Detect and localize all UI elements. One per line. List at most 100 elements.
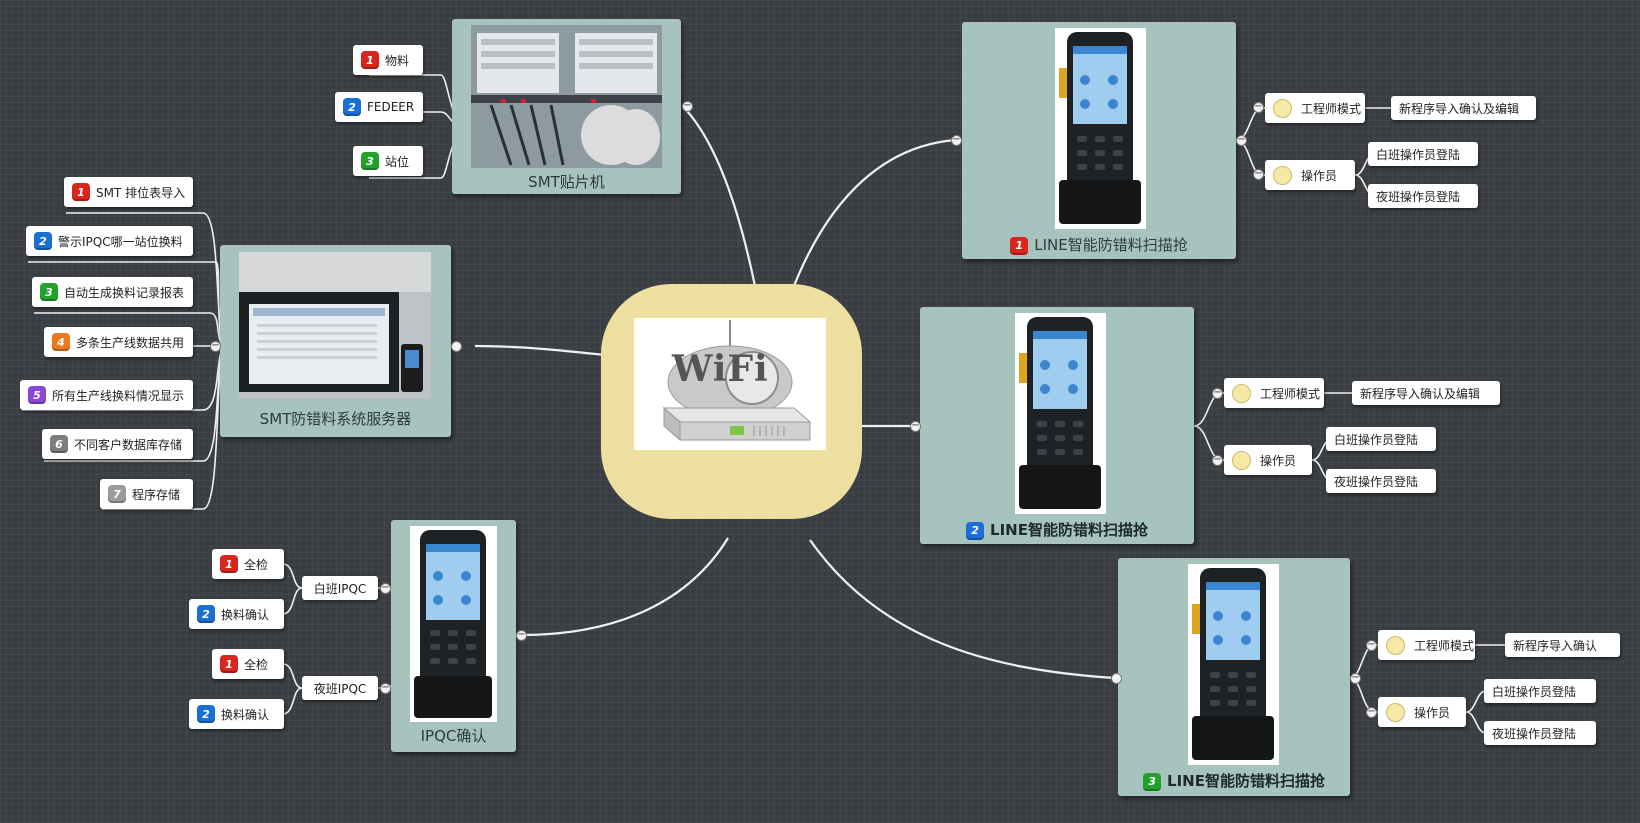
engineer-item-label: 新程序导入确认及编辑: [1399, 101, 1520, 116]
operator-day-label: 白班操作员登陆: [1492, 684, 1577, 699]
list-item[interactable]: 1 全检: [212, 549, 284, 579]
list-item[interactable]: 1 全检: [212, 649, 284, 679]
engineer-mode-node[interactable]: 工程师模式: [1378, 630, 1475, 660]
scanner-photo: [1188, 564, 1279, 765]
list-item[interactable]: 2 换料确认: [189, 699, 284, 729]
scanner-line-1-expand-toggle[interactable]: −: [1236, 134, 1247, 146]
list-item[interactable]: 1 SMT 排位表导入: [64, 177, 193, 207]
list-item[interactable]: 3 站位: [353, 146, 423, 176]
operator-label: 操作员: [1301, 168, 1338, 183]
list-item-label: 换料确认: [221, 607, 270, 622]
list-item[interactable]: 2 警示IPQC哪一站位换料: [26, 226, 193, 256]
scanner-photo: [1015, 313, 1106, 514]
smt-placer-title: SMT贴片机: [528, 173, 605, 191]
operator-node[interactable]: 操作员: [1378, 697, 1466, 727]
wifi-router-image: WiFi: [634, 318, 826, 450]
operator-collapse-toggle[interactable]: −: [1253, 168, 1264, 180]
operator-node[interactable]: 操作员: [1265, 160, 1355, 190]
number-badge: 1: [220, 655, 238, 673]
ipqc-night-shift-label: 夜班IPQC: [313, 681, 367, 696]
list-item-label: 所有生产线换料情况显示: [52, 388, 185, 403]
list-item-label: FEDEER: [367, 100, 415, 114]
list-item-label: 不同客户数据库存储: [74, 437, 183, 452]
engineer-collapse-toggle[interactable]: −: [1366, 639, 1377, 651]
list-item-label: 多条生产线数据共用: [76, 335, 185, 350]
wifi-router-icon: [662, 320, 812, 442]
center-node[interactable]: WiFi: [601, 284, 862, 519]
scanner-photo: [410, 526, 497, 722]
server-monitor-photo: [239, 252, 431, 399]
ipqc-night-shift[interactable]: 夜班IPQC: [302, 676, 378, 700]
number-badge: 4: [52, 333, 70, 351]
number-badge: 2: [34, 232, 52, 250]
list-item[interactable]: 6 不同客户数据库存储: [42, 429, 193, 459]
list-item-label: 程序存储: [132, 487, 181, 502]
number-badge: 2: [966, 521, 985, 540]
operator-night-login[interactable]: 夜班操作员登陆: [1368, 184, 1478, 208]
operator-day-login[interactable]: 白班操作员登陆: [1368, 142, 1478, 166]
list-item[interactable]: 7 程序存储: [100, 479, 193, 509]
list-item-label: 警示IPQC哪一站位换料: [58, 234, 183, 249]
engineer-mode-node[interactable]: 工程师模式: [1265, 93, 1365, 123]
number-badge: 2: [197, 605, 215, 623]
number-badge: 2: [343, 98, 361, 116]
smt-placer-node[interactable]: SMT贴片机: [452, 19, 681, 194]
circle-icon: [1386, 635, 1405, 655]
engineer-collapse-toggle[interactable]: −: [1212, 387, 1223, 399]
list-item[interactable]: 2 换料确认: [189, 599, 284, 629]
list-item-label: 换料确认: [221, 707, 270, 722]
operator-night-label: 夜班操作员登陆: [1376, 189, 1461, 204]
list-item[interactable]: 1 物料: [353, 45, 423, 75]
ipqc-node[interactable]: IPQC确认: [391, 520, 516, 752]
ipqc-title: IPQC确认: [420, 727, 487, 745]
number-badge: 5: [28, 386, 46, 404]
operator-node[interactable]: 操作员: [1224, 445, 1312, 475]
operator-day-login[interactable]: 白班操作员登陆: [1326, 427, 1436, 451]
list-item-label: 自动生成换料记录报表: [64, 285, 185, 300]
ipqc-night-collapse-toggle[interactable]: −: [380, 682, 391, 694]
operator-collapse-toggle[interactable]: −: [1366, 706, 1377, 718]
circle-icon: [1273, 98, 1292, 118]
engineer-collapse-toggle[interactable]: −: [1253, 101, 1264, 113]
operator-night-login[interactable]: 夜班操作员登陆: [1484, 721, 1596, 745]
engineer-item[interactable]: 新程序导入确认: [1505, 633, 1620, 657]
engineer-mode-node[interactable]: 工程师模式: [1224, 378, 1324, 408]
ipqc-day-shift[interactable]: 白班IPQC: [302, 576, 378, 600]
engineer-mode-label: 工程师模式: [1414, 638, 1475, 653]
operator-night-label: 夜班操作员登陆: [1492, 726, 1577, 741]
operator-day-login[interactable]: 白班操作员登陆: [1484, 679, 1596, 703]
list-item[interactable]: 2 FEDEER: [335, 92, 423, 122]
list-item[interactable]: 5 所有生产线换料情况显示: [20, 380, 193, 410]
scanner-line-2-collapse-toggle[interactable]: −: [910, 420, 921, 432]
list-item[interactable]: 4 多条生产线数据共用: [44, 327, 193, 357]
engineer-mode-label: 工程师模式: [1260, 386, 1321, 401]
scanner-line-1-collapse-toggle[interactable]: −: [951, 134, 962, 146]
list-item[interactable]: 3 自动生成换料记录报表: [32, 277, 193, 307]
operator-label: 操作员: [1260, 453, 1297, 468]
server-node[interactable]: SMT防错料系统服务器: [220, 245, 451, 437]
number-badge: 3: [1143, 772, 1162, 791]
ipqc-day-collapse-toggle[interactable]: −: [380, 582, 391, 594]
ipqc-collapse-toggle[interactable]: −: [516, 629, 527, 641]
operator-collapse-toggle[interactable]: −: [1212, 454, 1223, 466]
operator-day-label: 白班操作员登陆: [1376, 147, 1461, 162]
engineer-item[interactable]: 新程序导入确认及编辑: [1391, 96, 1536, 120]
server-connector-dot: [451, 341, 462, 352]
number-badge: 6: [50, 435, 68, 453]
operator-night-login[interactable]: 夜班操作员登陆: [1326, 469, 1436, 493]
engineer-item[interactable]: 新程序导入确认及编辑: [1352, 381, 1500, 405]
list-item-label: 全检: [244, 557, 269, 572]
number-badge: 1: [220, 555, 238, 573]
server-title: SMT防错料系统服务器: [259, 410, 412, 428]
circle-icon: [1386, 702, 1405, 722]
server-collapse-toggle[interactable]: −: [210, 340, 221, 352]
smt-placer-collapse-toggle[interactable]: −: [682, 100, 693, 112]
scanner-line-3-collapse-toggle[interactable]: −: [1350, 672, 1361, 684]
number-badge: 1: [1010, 236, 1029, 255]
